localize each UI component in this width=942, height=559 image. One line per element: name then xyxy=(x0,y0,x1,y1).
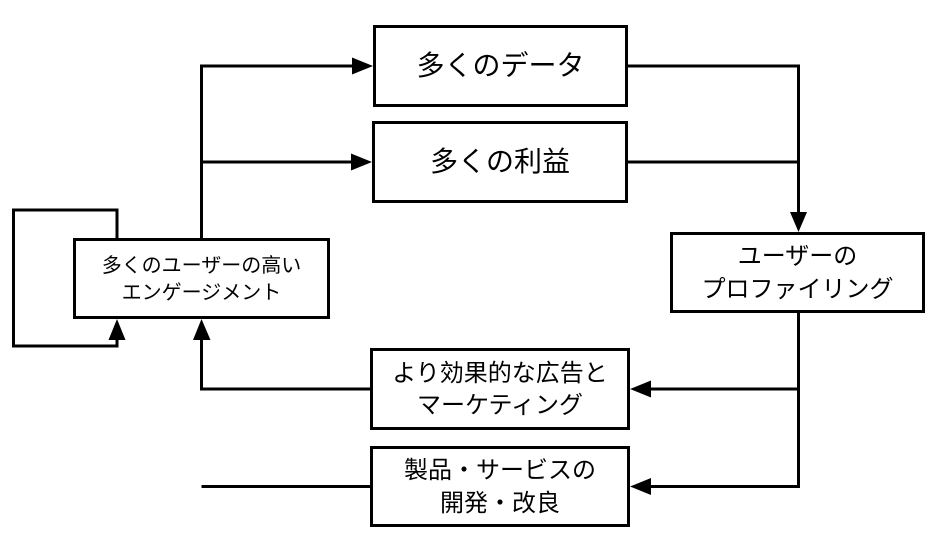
node-more-profit-label: 多くの利益 xyxy=(429,145,570,179)
arrowhead-more-profit xyxy=(351,153,372,171)
node-more-data-label: 多くのデータ xyxy=(416,49,585,83)
node-ads-marketing-label: より効果的な広告と マーケティング xyxy=(392,358,608,419)
edge-profiling-to-product-dev xyxy=(650,312,800,488)
edge-more-data-to-profiling xyxy=(628,64,800,214)
node-engagement: 多くのユーザーの高い エンゲージメント xyxy=(73,238,330,319)
edge-engagement-self-loop xyxy=(12,208,119,348)
arrowhead-ads xyxy=(630,380,651,398)
node-more-data: 多くのデータ xyxy=(373,25,628,107)
node-engagement-label: 多くのユーザーの高い エンゲージメント xyxy=(101,252,302,304)
arrowhead-engagement-center xyxy=(193,319,211,340)
node-product-dev: 製品・サービスの 開発・改良 xyxy=(370,446,630,527)
arrowhead-more-data xyxy=(352,57,373,75)
node-more-profit: 多くの利益 xyxy=(372,121,628,203)
arrowhead-product-dev xyxy=(630,478,651,495)
node-user-profiling: ユーザーの プロファイリング xyxy=(670,232,925,313)
node-product-dev-label: 製品・サービスの 開発・改良 xyxy=(404,456,596,517)
edge-ads-to-engagement xyxy=(200,340,370,391)
node-ads-marketing: より効果的な広告と マーケティング xyxy=(370,348,630,430)
arrowhead-engagement-loop xyxy=(108,319,126,340)
edge-engagement-to-more-data xyxy=(200,64,353,238)
arrowhead-profiling xyxy=(790,212,807,232)
node-user-profiling-label: ユーザーの プロファイリング xyxy=(701,242,894,303)
